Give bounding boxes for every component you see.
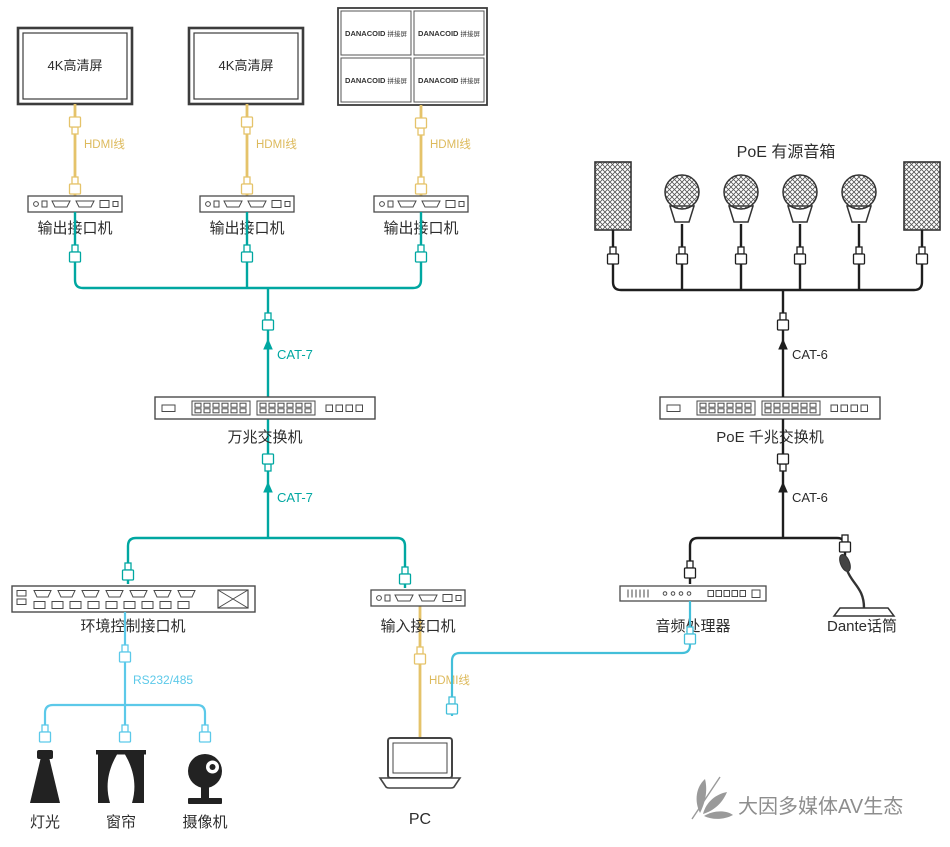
hdmi-cable-label: HDMI线 — [429, 673, 470, 687]
ceiling-speaker-4 — [841, 174, 877, 223]
flow-arrow-icon — [777, 480, 789, 494]
camera-icon — [188, 754, 222, 804]
cat7-cable-label: CAT-7 — [277, 490, 313, 505]
ceiling-speaker-2 — [723, 174, 759, 223]
rj45-plug-icon — [675, 245, 689, 266]
rs232-plug-icon — [38, 723, 52, 744]
cat7-cable-label: CAT-7 — [277, 347, 313, 362]
rj45-plug-icon — [776, 452, 790, 473]
hdmi-cable-network — [68, 104, 428, 740]
cat6-cable-label: CAT-6 — [792, 490, 828, 505]
rj45-plug-icon — [776, 311, 790, 332]
hdmi-cable-label: HDMI线 — [84, 137, 125, 151]
poe-switch — [660, 397, 880, 419]
rs232-network — [38, 612, 212, 744]
cat6-network — [606, 224, 929, 584]
flow-arrow-icon — [777, 337, 789, 351]
switch-10g-label: 万兆交换机 — [227, 428, 302, 446]
hdmi-plug-icon — [240, 115, 254, 136]
rj45-plug-icon — [852, 245, 866, 266]
hdmi-plug-icon — [240, 175, 254, 196]
light-label: 灯光 — [30, 814, 60, 831]
rj45-plug-icon — [398, 565, 412, 586]
ceiling-speaker-1 — [664, 174, 700, 223]
display-4k-screen-2-label: 4K高清屏 — [219, 58, 274, 73]
poe-speaker-right — [903, 161, 941, 231]
rj45-plug-icon — [121, 561, 135, 582]
flow-arrow-icon — [262, 337, 274, 351]
flow-arrow-icon — [262, 480, 274, 494]
rs232-plug-icon — [118, 723, 132, 744]
audio-plug-icon — [445, 695, 459, 716]
hdmi-plug-icon — [414, 116, 428, 137]
input-interface — [370, 589, 466, 607]
rj45-plug-icon — [240, 243, 254, 264]
display-4k-screen-1-label: 4K高清屏 — [48, 58, 103, 73]
poe-switch-label: PoE 千兆交换机 — [716, 428, 824, 446]
dante-mic-icon — [832, 553, 896, 617]
rj45-plug-icon — [683, 559, 697, 580]
input-interface-label: 输入接口机 — [380, 618, 455, 635]
light-icon — [30, 750, 60, 803]
hdmi-plug-icon — [68, 175, 82, 196]
rj45-plug-icon — [606, 245, 620, 266]
rs232-plug-icon — [118, 643, 132, 664]
hdmi-cable-label: HDMI线 — [256, 137, 297, 151]
curtain-label: 窗帘 — [106, 813, 136, 831]
cat6-cable-label: CAT-6 — [792, 347, 828, 362]
hdmi-plug-icon — [414, 175, 428, 196]
camera-label: 摄像机 — [182, 814, 227, 831]
pc-label: PC — [409, 811, 431, 828]
rj45-plug-icon — [915, 245, 929, 266]
env-control-interface — [11, 585, 256, 613]
rj45-plug-icon — [734, 245, 748, 266]
output-interface-3 — [373, 195, 469, 213]
rj45-plug-icon — [261, 311, 275, 332]
rj45-plug-icon — [261, 452, 275, 473]
hdmi-plug-icon — [68, 115, 82, 136]
hdmi-plug-icon — [413, 645, 427, 666]
dante-mic-label: Dante话筒 — [827, 618, 897, 635]
rj45-plug-icon — [793, 245, 807, 266]
poe-speakers-label: PoE 有源音箱 — [737, 143, 836, 161]
output-interface-1 — [27, 195, 123, 213]
rs232-cable-label: RS232/485 — [133, 673, 193, 687]
pc-icon — [378, 737, 462, 789]
rs232-plug-icon — [198, 723, 212, 744]
audio-processor — [619, 585, 767, 602]
rj45-plug-icon — [414, 243, 428, 264]
switch-10g — [155, 397, 375, 419]
ceiling-speaker-3 — [782, 174, 818, 223]
hdmi-cable-label: HDMI线 — [430, 137, 471, 151]
watermark-text: 大因多媒体AV生态 — [738, 795, 903, 818]
env-control-interface-label: 环境控制接口机 — [80, 617, 185, 635]
poe-speaker-left — [594, 161, 632, 231]
cat7-network — [68, 212, 428, 588]
rj45-plug-icon — [68, 243, 82, 264]
pc-audio-cable — [445, 601, 697, 716]
curtain-icon — [96, 750, 146, 803]
watermark-logo-icon — [691, 776, 733, 820]
output-interface-2 — [199, 195, 295, 213]
